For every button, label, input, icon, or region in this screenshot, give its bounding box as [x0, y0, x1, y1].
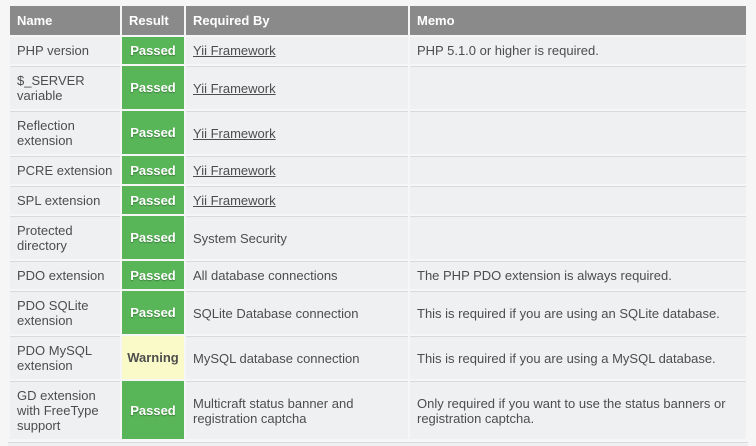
requirement-name: $_SERVER variable [10, 66, 120, 109]
col-header-name: Name [10, 6, 120, 35]
col-header-result: Result [122, 6, 184, 35]
required-by-text: MySQL database connection [193, 350, 360, 366]
result-badge-passed: Passed [122, 261, 184, 289]
memo-text: The PHP PDO extension is always required… [410, 261, 746, 289]
table-row: PDO MySQL extension Warning MySQL databa… [10, 336, 746, 379]
table-row: PCRE extension Passed Yii Framework [10, 156, 746, 184]
requirement-name: Reflection extension [10, 111, 120, 154]
memo-text: PHP 5.1.0 or higher is required. [410, 37, 746, 64]
required-by-link[interactable]: Yii Framework [193, 193, 276, 208]
requirement-name: PDO extension [10, 261, 120, 289]
table-row: PHP version Passed Yii Framework PHP 5.1… [10, 37, 746, 64]
memo-text: This is required if you are using an SQL… [410, 291, 746, 334]
required-by-text: System Security [193, 230, 287, 246]
required-by-cell: Yii Framework [186, 111, 408, 154]
requirement-name: Protected directory [10, 216, 120, 259]
requirement-name: PHP version [10, 37, 120, 64]
memo-text [410, 156, 746, 184]
requirement-name: PCRE extension [10, 156, 120, 184]
result-badge-passed: Passed [122, 156, 184, 184]
memo-text: Only required if you want to use the sta… [410, 381, 746, 439]
table-row: PDO SQLite extension Passed SQLite Datab… [10, 291, 746, 334]
required-by-cell: Multicraft status banner and registratio… [186, 381, 408, 439]
required-by-text: All database connections [193, 268, 338, 283]
header-row: Name Result Required By Memo [10, 6, 746, 35]
partial-next-row [8, 442, 748, 446]
required-by-link[interactable]: Yii Framework [193, 43, 276, 58]
required-by-cell: All database connections [186, 261, 408, 289]
result-badge-passed: Passed [122, 186, 184, 214]
memo-text [410, 66, 746, 109]
col-header-memo: Memo [410, 6, 746, 35]
table-row: GD extension with FreeType support Passe… [10, 381, 746, 439]
result-badge-warning: Warning [122, 336, 184, 379]
memo-text [410, 111, 746, 154]
required-by-cell: SQLite Database connection [186, 291, 408, 334]
required-by-cell: System Security [186, 216, 408, 259]
required-by-link[interactable]: Yii Framework [193, 163, 276, 178]
result-badge-passed: Passed [122, 111, 184, 154]
result-badge-passed: Passed [122, 37, 184, 64]
requirement-name: PDO SQLite extension [10, 291, 120, 334]
requirements-table-header: Name Result Required By Memo [10, 6, 746, 35]
result-badge-passed: Passed [122, 66, 184, 109]
required-by-link[interactable]: Yii Framework [193, 80, 276, 96]
requirements-table: Name Result Required By Memo PHP version… [8, 4, 748, 441]
table-row: $_SERVER variable Passed Yii Framework [10, 66, 746, 109]
required-by-cell: Yii Framework [186, 66, 408, 109]
requirements-check-page: Name Result Required By Memo PHP version… [8, 4, 748, 446]
col-header-required-by: Required By [186, 6, 408, 35]
required-by-cell: Yii Framework [186, 37, 408, 64]
memo-text [410, 186, 746, 214]
table-row: Reflection extension Passed Yii Framewor… [10, 111, 746, 154]
memo-text [410, 216, 746, 259]
table-row: PDO extension Passed All database connec… [10, 261, 746, 289]
table-row: SPL extension Passed Yii Framework [10, 186, 746, 214]
requirement-name: GD extension with FreeType support [10, 381, 120, 439]
result-badge-passed: Passed [122, 381, 184, 439]
required-by-link[interactable]: Yii Framework [193, 125, 276, 141]
result-badge-passed: Passed [122, 291, 184, 334]
required-by-text: SQLite Database connection [193, 305, 359, 321]
table-row: Protected directory Passed System Securi… [10, 216, 746, 259]
required-by-cell: Yii Framework [186, 156, 408, 184]
requirements-table-body: PHP version Passed Yii Framework PHP 5.1… [10, 37, 746, 439]
required-by-cell: MySQL database connection [186, 336, 408, 379]
memo-text: This is required if you are using a MySQ… [410, 336, 746, 379]
required-by-cell: Yii Framework [186, 186, 408, 214]
requirement-name: PDO MySQL extension [10, 336, 120, 379]
requirement-name: SPL extension [10, 186, 120, 214]
required-by-text: Multicraft status banner and registratio… [193, 395, 354, 426]
result-badge-passed: Passed [122, 216, 184, 259]
